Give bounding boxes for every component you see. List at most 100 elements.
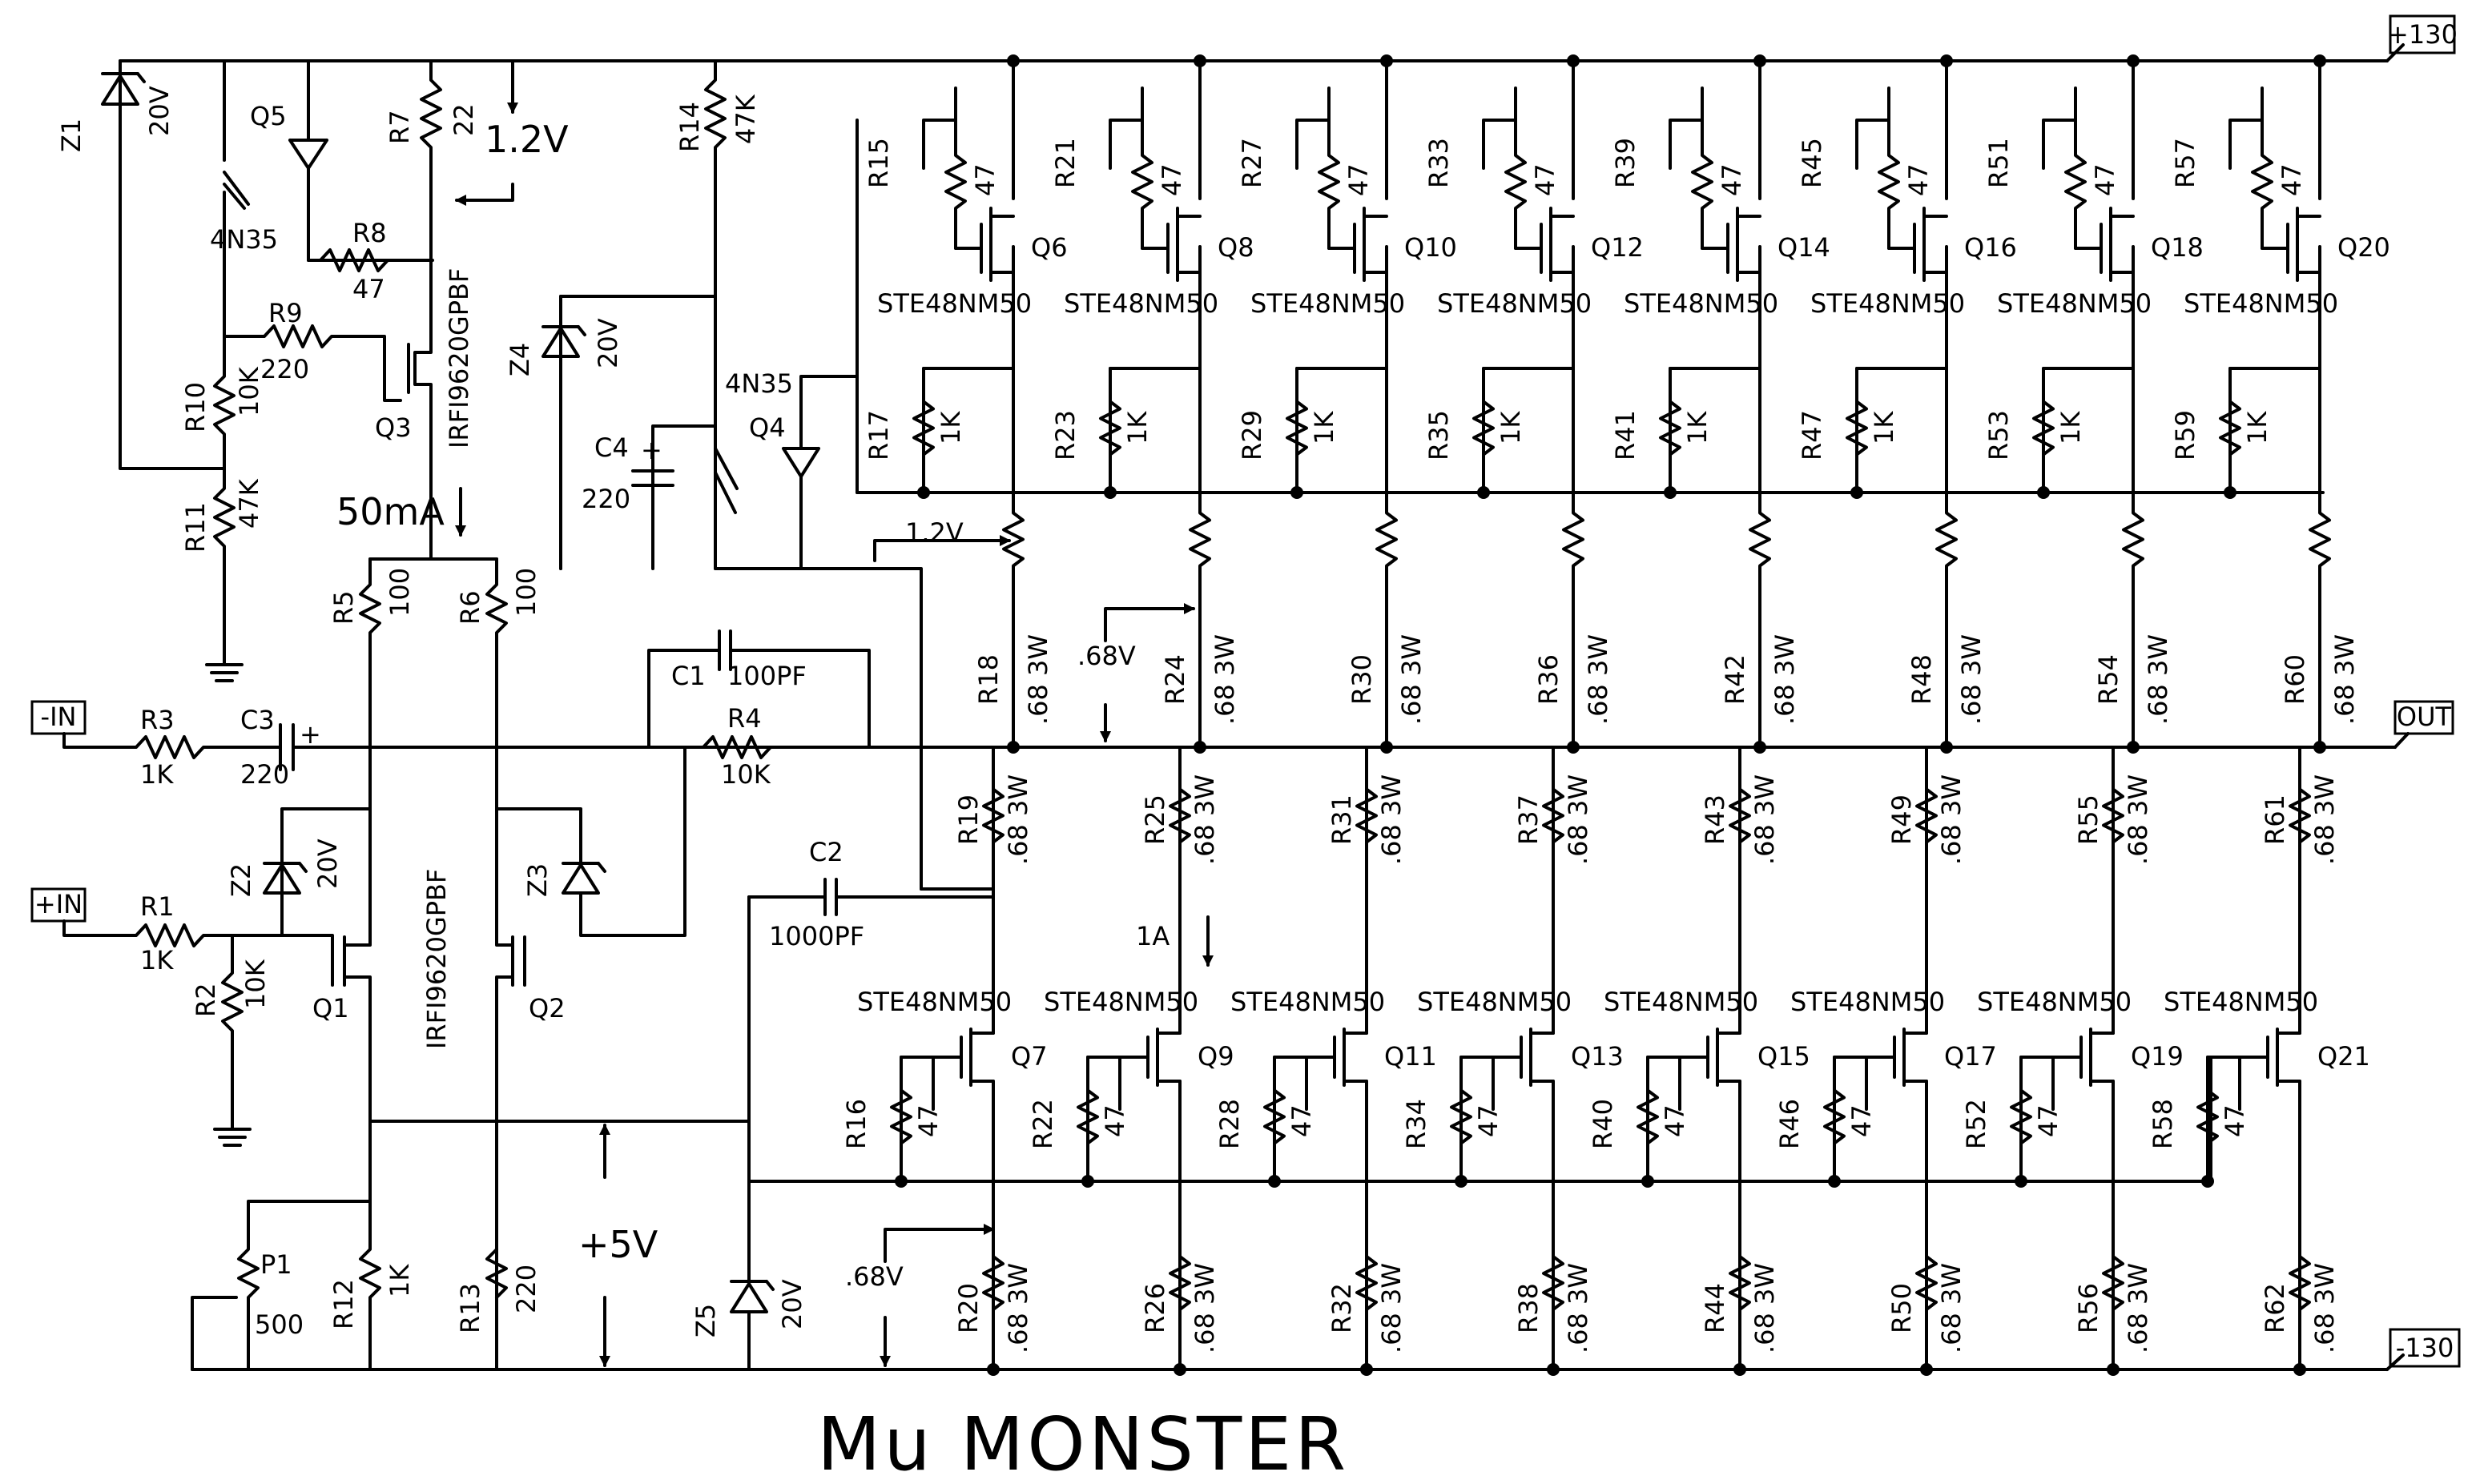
junction-dot bbox=[1477, 486, 1490, 499]
svg-text:.68 3W: .68 3W bbox=[1956, 634, 1987, 725]
gate-resistor-ref: R27 bbox=[1237, 138, 1267, 188]
svg-text:20V: 20V bbox=[312, 839, 343, 889]
mosfet-ref: Q7 bbox=[1011, 1041, 1048, 1072]
mosfet-ref: Q8 bbox=[1218, 232, 1254, 263]
svg-text:R2: R2 bbox=[191, 983, 221, 1017]
svg-text:47: 47 bbox=[970, 163, 1000, 196]
mosfet-ref: Q14 bbox=[1777, 232, 1830, 263]
mosfet-ref: Q9 bbox=[1198, 1041, 1234, 1072]
supply-rails bbox=[119, 59, 2397, 1371]
svg-text:R11: R11 bbox=[180, 502, 211, 553]
mosfet-part: STE48NM50 bbox=[877, 288, 1032, 319]
svg-text:220: 220 bbox=[511, 1265, 541, 1313]
svg-text:R9: R9 bbox=[268, 298, 303, 328]
junction-dot bbox=[1547, 1363, 1560, 1376]
bottom-resistor-ref: R56 bbox=[2073, 1283, 2104, 1333]
junction-dot bbox=[1641, 1175, 1654, 1188]
mosfet-ref: Q15 bbox=[1757, 1041, 1810, 1072]
svg-text:.68 3W: .68 3W bbox=[1583, 634, 1613, 725]
junction-dot bbox=[1920, 1363, 1933, 1376]
bias-resistor-ref: R47 bbox=[1797, 410, 1827, 460]
gate-resistor bbox=[1878, 119, 1900, 250]
junction-dot bbox=[2293, 1363, 2306, 1376]
junction-dot bbox=[1194, 54, 1206, 67]
svg-text:1000PF: 1000PF bbox=[769, 921, 864, 951]
svg-text:+IN: +IN bbox=[34, 889, 83, 919]
top-source-resistor bbox=[2102, 746, 2124, 891]
bias-resistor bbox=[2032, 367, 2055, 494]
svg-text:.68 3W: .68 3W bbox=[1749, 1263, 1780, 1353]
svg-text:1.2V: 1.2V bbox=[485, 118, 569, 161]
mosfet-part: STE48NM50 bbox=[1250, 288, 1405, 319]
svg-text:47: 47 bbox=[2090, 163, 2120, 196]
mosfet-ref: Q10 bbox=[1404, 232, 1457, 263]
svg-text:47: 47 bbox=[1157, 163, 1187, 196]
mosfet-part: STE48NM50 bbox=[2184, 288, 2338, 319]
svg-text:1A: 1A bbox=[1136, 921, 1170, 951]
bias-resistor-ref: R17 bbox=[864, 410, 894, 460]
svg-text:R7: R7 bbox=[384, 110, 415, 144]
bottom-resistor-ref: R44 bbox=[1700, 1283, 1730, 1333]
source-resistor-ref: R30 bbox=[1347, 654, 1377, 705]
source-resistor-ref: R60 bbox=[2280, 654, 2310, 705]
svg-text:.68 3W: .68 3W bbox=[1936, 1263, 1967, 1353]
svg-text:-IN: -IN bbox=[41, 702, 77, 732]
svg-text:1.2V: 1.2V bbox=[905, 517, 964, 548]
junction-dot bbox=[1360, 1363, 1373, 1376]
svg-text:.68 3W: .68 3W bbox=[1563, 1263, 1593, 1353]
svg-text:10K: 10K bbox=[234, 366, 264, 416]
svg-text:47K: 47K bbox=[234, 478, 264, 529]
svg-text:1K: 1K bbox=[936, 411, 966, 444]
junction-dot bbox=[1567, 54, 1580, 67]
svg-text:47: 47 bbox=[1717, 163, 1747, 196]
svg-text:20V: 20V bbox=[144, 86, 175, 136]
svg-text:-130: -130 bbox=[2396, 1333, 2454, 1363]
top-source-resistor bbox=[1915, 746, 1938, 891]
svg-text:P1: P1 bbox=[260, 1249, 292, 1280]
mosfet-ref: Q20 bbox=[2337, 232, 2390, 263]
bias-resistor-ref: R59 bbox=[2170, 410, 2200, 460]
junction-dot bbox=[1567, 741, 1580, 754]
junction-dot bbox=[1174, 1363, 1186, 1376]
junction-dot bbox=[1380, 741, 1393, 754]
source-resistor bbox=[2122, 335, 2144, 749]
source-resistor bbox=[1935, 335, 1958, 749]
svg-text:Z2: Z2 bbox=[226, 863, 256, 897]
svg-text:47: 47 bbox=[1530, 163, 1560, 196]
mosfet-part: STE48NM50 bbox=[1997, 288, 2152, 319]
mosfet-ref: Q11 bbox=[1384, 1041, 1437, 1072]
svg-text:1K: 1K bbox=[1496, 411, 1526, 444]
mosfet-part: STE48NM50 bbox=[1417, 987, 1572, 1017]
mosfet-ref: Q6 bbox=[1031, 232, 1068, 263]
svg-text:1K: 1K bbox=[1309, 411, 1339, 444]
svg-text:R6: R6 bbox=[455, 590, 485, 625]
svg-text:.68 3W: .68 3W bbox=[1376, 774, 1407, 865]
gate-resistor-ref: R51 bbox=[1983, 138, 2014, 188]
bottom-resistor-ref: R26 bbox=[1140, 1283, 1170, 1333]
source-resistor-ref: R54 bbox=[2093, 654, 2124, 705]
top-resistor-ref: R19 bbox=[953, 794, 984, 845]
mosfet-ref: Q18 bbox=[2151, 232, 2204, 263]
bottom-resistor-ref: R32 bbox=[1327, 1283, 1357, 1333]
source-resistor bbox=[2309, 335, 2331, 749]
bottom-resistor-ref: R62 bbox=[2260, 1283, 2290, 1333]
junction-dot bbox=[2313, 741, 2326, 754]
svg-text:.68V: .68V bbox=[1077, 641, 1136, 671]
junction-dot bbox=[1194, 741, 1206, 754]
svg-text:.68 3W: .68 3W bbox=[1749, 774, 1780, 865]
junction-dot bbox=[1733, 1363, 1746, 1376]
svg-text:47K: 47K bbox=[731, 94, 761, 144]
gate-resistor bbox=[1637, 1056, 1659, 1183]
bottom-resistor-ref: R38 bbox=[1513, 1283, 1544, 1333]
gate-resistor-ref: R39 bbox=[1610, 138, 1641, 188]
junction-dot bbox=[2201, 1175, 2214, 1188]
svg-text:1K: 1K bbox=[1122, 411, 1153, 444]
svg-text:220: 220 bbox=[240, 759, 289, 790]
gate-resistor-ref: R21 bbox=[1050, 138, 1081, 188]
gate-resistor-ref: R45 bbox=[1797, 138, 1827, 188]
top-source-resistor bbox=[982, 746, 1004, 891]
mosfet-part: STE48NM50 bbox=[1624, 288, 1778, 319]
junction-dot bbox=[2313, 54, 2326, 67]
